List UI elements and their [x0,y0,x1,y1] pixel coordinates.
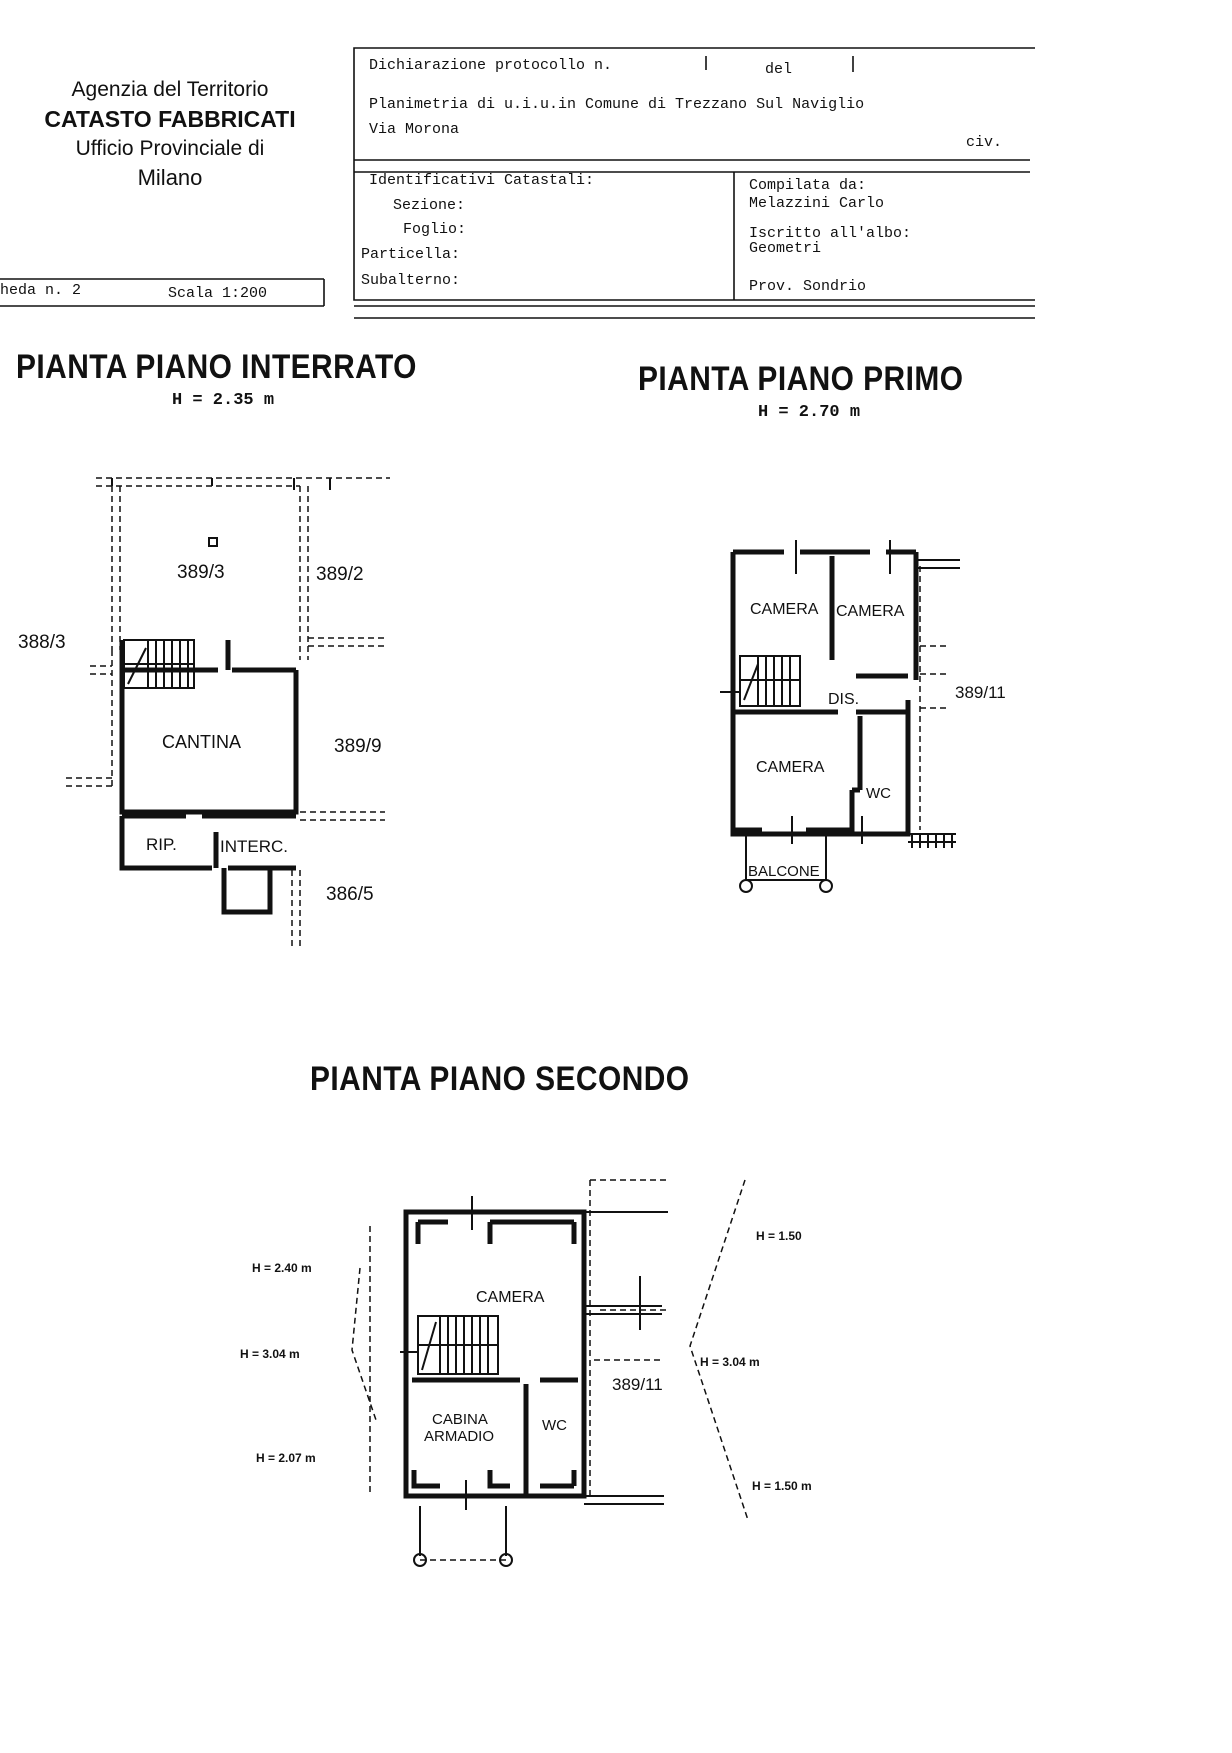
foglio-label: Foglio: [403,221,467,238]
agency-department: CATASTO FABBRICATI [44,106,296,132]
label-camera-secondo: CAMERA [476,1289,545,1306]
title-secondo: PIANTA PIANO SECONDO [310,1060,690,1098]
title-primo: PIANTA PIANO PRIMO [638,360,964,398]
plan-interrato: 389/3 389/2 388/3 CANTINA 389/9 RIP. INT… [18,477,390,950]
label-389-2: 389/2 [316,564,364,585]
label-cabina: CABINA [432,1411,488,1428]
del-label: del [765,61,793,78]
dichiarazione-label: Dichiarazione protocollo n. [369,57,613,74]
identificativi-label: Identificativi Catastali: [369,172,595,189]
label-h-304-left: H = 3.04 m [240,1347,300,1361]
label-cantina: CANTINA [162,732,241,752]
label-rip: RIP. [146,835,177,854]
label-interc: INTERC. [220,837,288,856]
agency-city: Milano [137,165,203,190]
label-balcone: BALCONE [748,863,820,880]
planimetria-label: Planimetria di u.i.u.in Comune di Trezza… [369,96,865,113]
title-interrato: PIANTA PIANO INTERRATO [16,348,417,386]
label-h-150-bottom: H = 1.50 m [752,1479,812,1493]
albo-value: Geometri [749,240,822,257]
label-389-3: 389/3 [177,562,225,583]
height-primo: H = 2.70 m [758,403,861,422]
label-wc-primo: WC [866,785,891,802]
iscritto-label: Iscritto all'albo: [749,225,912,242]
sezione-label: Sezione: [393,197,466,214]
label-h-207: H = 2.07 m [256,1451,316,1465]
height-interrato: H = 2.35 m [172,391,275,410]
label-wc-secondo: WC [542,1417,567,1434]
label-h-240: H = 2.40 m [252,1261,312,1275]
via-label: Via Morona [369,121,460,138]
provincia-label: Prov. Sondrio [749,278,867,295]
scala-label: Scala 1:200 [168,285,268,302]
label-388-3: 388/3 [18,632,66,653]
agency-name: Agenzia del Territorio [71,78,269,101]
label-camera-2: CAMERA [836,603,905,620]
header-form-frame [0,47,1035,319]
particella-label: Particella: [361,246,461,263]
label-389-11-secondo: 389/11 [612,1375,663,1394]
plan-secondo: CAMERA CABINA ARMADIO WC 389/11 H = 2.40… [240,1179,812,1567]
compilatore-name: Melazzini Carlo [749,195,885,212]
label-389-9: 389/9 [334,736,382,757]
label-dis: DIS. [828,691,859,708]
label-389-11-primo: 389/11 [955,683,1006,702]
plan-primo: CAMERA CAMERA DIS. 389/11 CAMERA WC BALC… [720,540,1006,893]
subalterno-label: Subalterno: [361,272,461,289]
label-camera-1: CAMERA [750,601,819,618]
label-h-150-top: H = 1.50 [756,1229,802,1243]
label-386-5: 386/5 [326,884,374,905]
label-h-304-right: H = 3.04 m [700,1355,760,1369]
civ-label: civ. [966,134,1003,151]
scheda-label: heda n. 2 [0,282,82,299]
compilata-label: Compilata da: [749,177,867,194]
label-armadio: ARMADIO [424,1428,494,1445]
agency-office: Ufficio Provinciale di [75,137,265,160]
label-camera-3: CAMERA [756,759,825,776]
